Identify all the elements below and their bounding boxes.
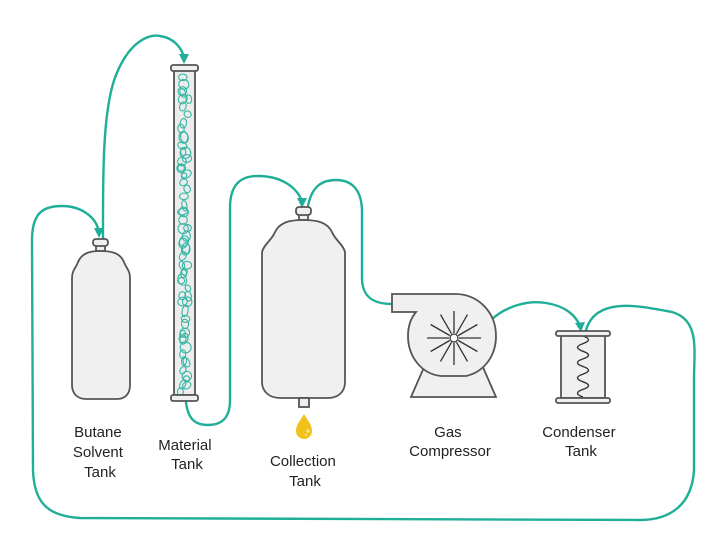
label-line: Butane: [74, 424, 122, 441]
material-bubble: [183, 110, 192, 118]
label-line: Tank: [84, 464, 116, 481]
label-gas-compressor: Gas Compressor: [409, 424, 491, 460]
label-line: Tank: [171, 456, 203, 473]
condenser-bottom-plate: [555, 397, 611, 404]
condenser-tank: [555, 330, 611, 404]
compressor-impeller: [427, 311, 481, 365]
material-bubble: [179, 349, 187, 360]
label-condenser-tank: Condenser Tank: [542, 424, 620, 460]
material-bubble: [181, 154, 193, 163]
material-bubble: [182, 381, 192, 390]
material-bubble: [178, 251, 187, 261]
material-bubble: [184, 290, 192, 302]
arrow-into-condenser: [575, 322, 585, 332]
material-bubble: [177, 223, 189, 235]
butane-tank-cap: [92, 238, 109, 247]
label-collection-tank: Collection Tank: [270, 453, 340, 490]
material-bubble: [178, 73, 188, 82]
impeller-blade: [430, 323, 451, 337]
impeller-blade: [455, 314, 469, 335]
pipe-butane-to-material-tank: [101, 34, 186, 242]
material-bubble: [181, 304, 189, 318]
label-line: Gas: [434, 424, 462, 441]
impeller-blade: [457, 339, 478, 353]
label-material-tank: Material Tank: [158, 437, 216, 473]
material-tank: [170, 64, 199, 402]
impeller-blade: [457, 323, 478, 337]
material-bubble: [180, 242, 191, 256]
label-line: Solvent: [73, 444, 124, 461]
material-bubble: [177, 156, 187, 167]
oil-drop-highlight-small: [304, 433, 308, 437]
material-bubble: [179, 117, 188, 129]
label-butane-solvent-tank: Butane Solvent Tank: [73, 424, 127, 481]
oil-drop-icon: [296, 414, 312, 439]
material-bubble: [178, 192, 189, 201]
butane-solvent-tank: [71, 238, 131, 400]
impeller-blade: [455, 341, 469, 362]
gas-compressor: [391, 293, 498, 398]
material-bubble: [184, 284, 192, 293]
material-bubble: [180, 314, 191, 323]
oil-drop-highlight: [306, 429, 310, 433]
material-bubbles: [176, 73, 193, 397]
condenser-top-plate: [555, 330, 611, 337]
label-line: Tank: [289, 473, 321, 490]
collection-tank-cap: [295, 206, 312, 216]
material-bubble: [180, 169, 192, 179]
impeller-blade: [439, 314, 453, 335]
label-line: Collection: [270, 453, 336, 470]
label-line: Condenser: [542, 424, 615, 441]
material-bubble: [183, 184, 191, 194]
pipe-compressor-to-condenser: [489, 301, 582, 328]
arrow-into-material-tank: [179, 54, 189, 64]
material-bubble: [182, 357, 191, 368]
material-bubble: [177, 273, 188, 286]
material-bubble: [179, 379, 187, 390]
material-bubble: [181, 355, 188, 367]
label-line: Compressor: [409, 443, 491, 460]
material-bubble: [179, 88, 187, 98]
impeller-blade: [430, 339, 451, 353]
material-bubble: [181, 230, 191, 242]
collection-tank-outlet: [298, 397, 310, 408]
material-bubble: [178, 291, 187, 301]
material-bubble: [185, 94, 193, 104]
collection-tank: [261, 206, 346, 439]
label-line: Tank: [565, 443, 597, 460]
material-bubble: [177, 207, 189, 216]
material-bubble: [181, 370, 193, 382]
compressor-hub: [449, 333, 459, 343]
material-tank-top-flange: [170, 64, 199, 72]
pipe-condenser-to-butane-tank: [30, 204, 696, 522]
compressor-housing: [391, 293, 497, 377]
pipe-collection-to-compressor: [306, 178, 414, 306]
material-bubble: [181, 260, 193, 270]
arrow-into-butane-tank: [94, 228, 104, 238]
condenser-coil: [576, 335, 590, 398]
pipe-material-to-collection-tank: [184, 174, 304, 427]
material-bubble: [178, 101, 187, 112]
material-bubble: [179, 341, 192, 354]
collection-tank-body: [261, 219, 346, 399]
material-bubble: [179, 131, 189, 144]
butane-tank-body: [71, 250, 131, 400]
label-line: Material: [158, 437, 211, 454]
material-bubble: [181, 199, 188, 212]
material-tank-bottom-flange: [170, 394, 199, 402]
arrow-into-collection-tank: [297, 198, 307, 208]
material-bubble: [177, 164, 186, 172]
impeller-blade: [439, 341, 453, 362]
material-bubble: [179, 329, 186, 338]
material-bubble: [177, 277, 186, 285]
